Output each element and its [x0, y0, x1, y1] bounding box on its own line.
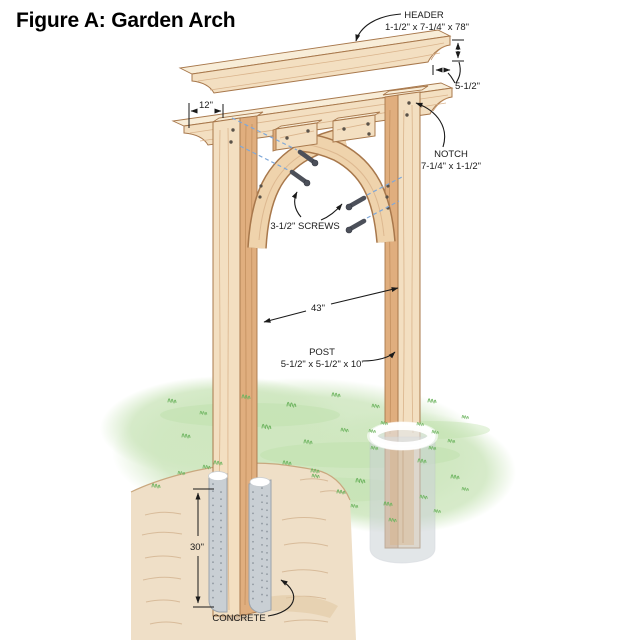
screw — [297, 149, 319, 167]
post-dims: 5-1/2" x 5-1/2" x 10' — [281, 359, 364, 370]
footing-depth-dimension: 30" — [190, 488, 214, 608]
notch-callout: NOTCH 7-1/4" x 1-1/2" — [415, 102, 481, 172]
screw-trajectory-dashed — [239, 145, 291, 172]
footing-depth-label: 30" — [190, 542, 204, 553]
post-label: POST — [309, 347, 335, 358]
corbel-plate-right — [332, 111, 381, 143]
header-leader-arrow — [355, 13, 402, 42]
notch-screw-dot — [231, 128, 235, 132]
notch-screw-dot — [405, 113, 409, 117]
concrete-leader-arrow — [267, 579, 295, 617]
notch-screw-dot — [229, 140, 233, 144]
opening-dim-label: 43" — [311, 303, 325, 314]
notch-label: NOTCH — [434, 149, 468, 160]
corbel-plate-left — [272, 119, 323, 152]
screws-leader-arrow — [291, 191, 302, 218]
header-end-dim-label: 5-1/2" — [455, 81, 480, 92]
notch-leader-arrow — [415, 102, 446, 148]
header-end-dimension: 5-1/2" — [432, 39, 480, 92]
concrete-callout: CONCRETE — [212, 579, 295, 624]
post-leader-arrow — [362, 351, 396, 362]
screw — [345, 195, 367, 211]
concrete-footing-left — [208, 471, 272, 614]
overhang-dimension: 12" — [188, 100, 224, 128]
notch-dims: 7-1/4" x 1-1/2" — [421, 161, 481, 172]
opening-dimension: 43" — [263, 287, 399, 323]
screw-trajectory-dashed — [231, 117, 298, 151]
grass-collar — [369, 422, 436, 450]
ground-shadow — [262, 595, 338, 618]
header-beam-exploded — [178, 29, 452, 94]
header-callout: HEADER 1-1/2" x 7-1/4" x 78" — [355, 10, 469, 42]
screw — [289, 169, 311, 187]
concrete-footing-right-ghost — [367, 421, 438, 564]
concrete-tube-rim — [208, 471, 228, 481]
screw — [345, 218, 367, 234]
screws-label: 3-1/2" SCREWS — [270, 221, 339, 232]
earth-hatching — [141, 478, 345, 625]
overhang-dim-label: 12" — [199, 100, 213, 111]
figure-title: Figure A: Garden Arch — [16, 9, 235, 32]
post-hole-shadow — [221, 615, 249, 621]
screw-trajectory-dashed — [366, 200, 400, 219]
concrete-label: CONCRETE — [212, 613, 265, 624]
concrete-tube-rim — [249, 477, 271, 487]
floating-screws — [231, 117, 403, 234]
header-dims: 1-1/2" x 7-1/4" x 78" — [385, 22, 469, 33]
header-label: HEADER — [404, 10, 444, 21]
notch-screw-dot — [407, 101, 411, 105]
post-callout: POST 5-1/2" x 5-1/2" x 10' — [281, 347, 396, 370]
screws-leader-arrow — [320, 203, 343, 221]
screws-callout: 3-1/2" SCREWS — [270, 191, 343, 232]
